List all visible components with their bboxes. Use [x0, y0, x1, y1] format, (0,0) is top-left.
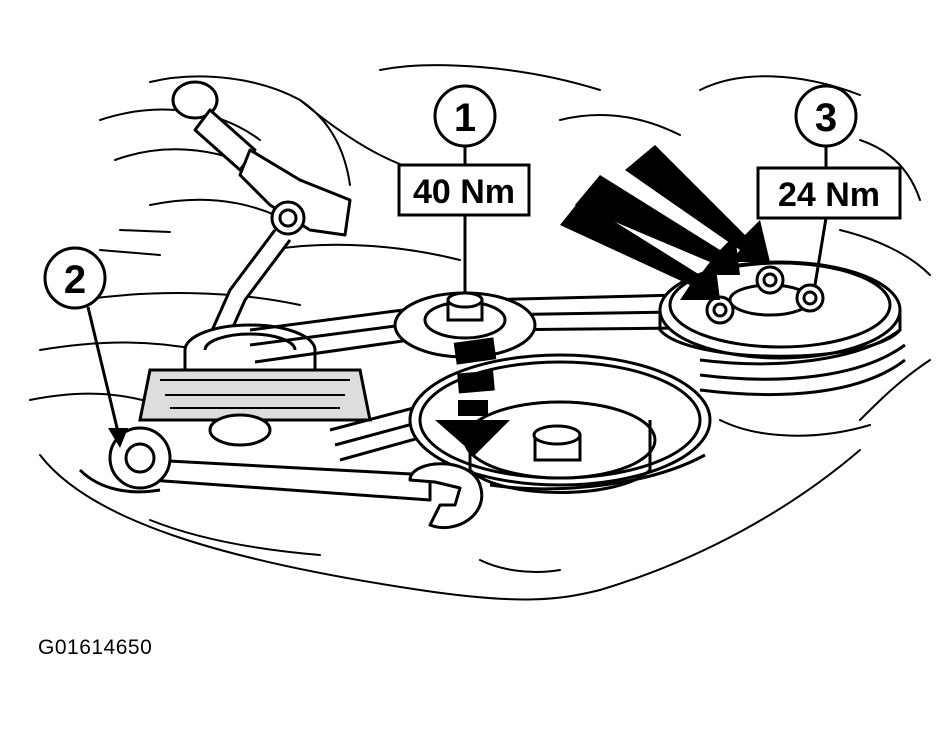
fuel-line-bracket — [171, 80, 352, 347]
rotation-arrows — [435, 145, 770, 455]
idler-pulley — [393, 291, 537, 359]
callout-3-number: 3 — [815, 96, 837, 140]
power-steering-pulley — [658, 260, 902, 360]
torque-box-3 — [756, 166, 902, 220]
torque-value-1: 40 Nm — [413, 173, 515, 211]
engine-background — [29, 64, 931, 601]
torque-value-3: 24 Nm — [778, 176, 880, 214]
callout-1: 1 40 Nm — [397, 84, 531, 292]
torque-box-1 — [397, 163, 531, 217]
callout-1-number: 1 — [454, 96, 476, 140]
wrench-tool — [78, 426, 484, 530]
figure-id: G01614650 — [38, 636, 153, 659]
callout-2-number: 2 — [64, 258, 86, 302]
callout-2: 2 — [43, 246, 128, 448]
callout-3: 3 24 Nm — [756, 84, 902, 286]
